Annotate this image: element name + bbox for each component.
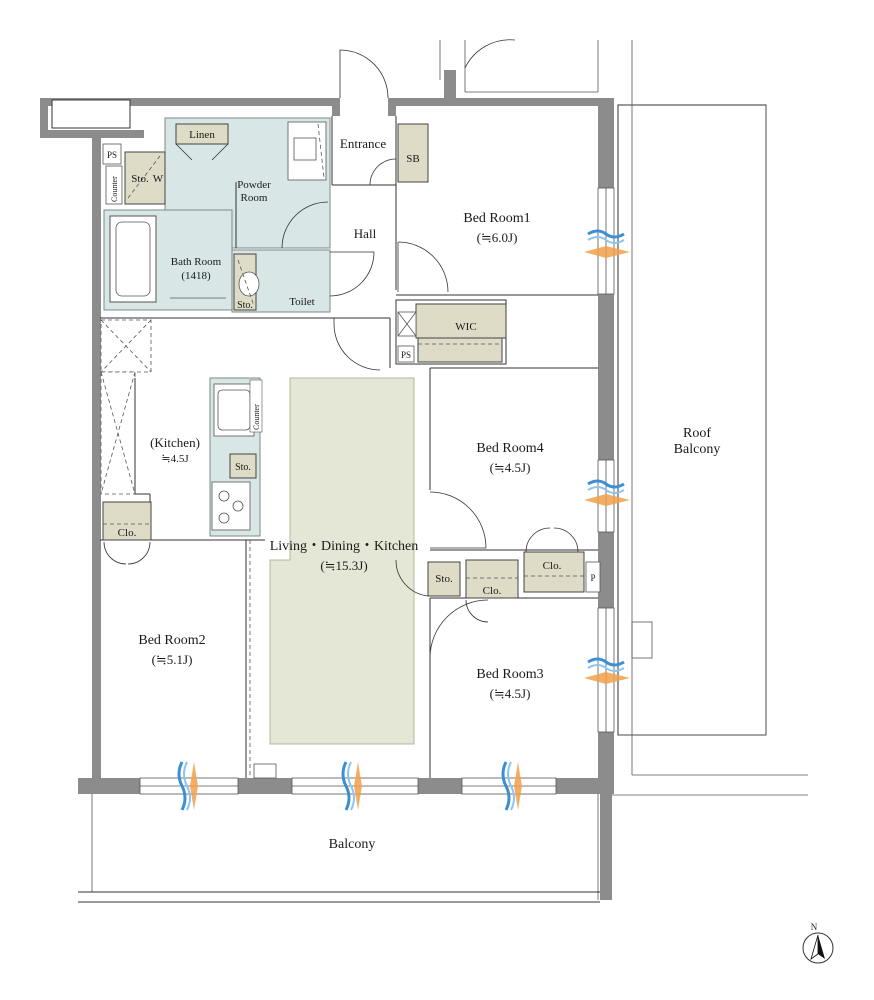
bed-room-4-size: (≒4.5J) [490, 460, 531, 475]
roof-balcony-label-1: Roof [683, 426, 711, 441]
wic-label: WIC [455, 321, 476, 333]
p-label: P [590, 573, 595, 583]
toilet-label: Toilet [289, 296, 315, 308]
airflow-ldk [341, 761, 362, 811]
kitchen-label: (Kitchen) [150, 435, 200, 450]
sto-kitchen-label: Sto. [235, 462, 251, 473]
bed-room-2-size: (≒5.1J) [152, 652, 193, 667]
entrance-label: Entrance [340, 136, 386, 151]
living-dining-kitchen: Living・Dining・Kitchen (≒15.3J) [269, 377, 429, 745]
sto-toilet-label: Sto. [237, 300, 253, 311]
kitchen-size: ≒4.5J [161, 453, 189, 465]
balcony-label: Balcony [329, 837, 376, 852]
airflow-bed2 [177, 761, 198, 811]
bed-room-3: Sto. Clo. Bed Room3 (≒4.5J) [427, 559, 598, 778]
airflow-bed3-south [501, 761, 522, 811]
ps-top-label: PS [107, 150, 117, 160]
w-label: W [153, 173, 164, 185]
bed-room-1-label: Bed Room1 [463, 211, 530, 226]
bed-room-2: Clo. Bed Room2 (≒5.1J) [102, 501, 277, 779]
clo-bed-4-label: Clo. [543, 560, 562, 572]
bath-room-label: Bath Room [171, 256, 222, 268]
hall-area: Hall [100, 226, 391, 371]
bed-room-4: Bed Room4 (≒4.5J) [429, 367, 598, 551]
airflow-markers [177, 229, 630, 811]
bed-room-4-label: Bed Room4 [476, 441, 543, 456]
walk-in-closet: WIC PS [395, 299, 507, 365]
powder-room-label-2: Room [241, 192, 268, 204]
clo-bed-3-label: Clo. [483, 585, 502, 597]
balcony-area: Balcony [78, 794, 808, 903]
kitchen-area: Counter Sto. (Kitchen) ≒4.5J [100, 319, 265, 541]
counter-kitchen-label: Counter [252, 404, 261, 430]
bed-room-2-label: Bed Room2 [138, 633, 205, 648]
airflow-bed3 [584, 657, 630, 684]
bath-size-label: (1418) [181, 270, 211, 282]
ps-wic-label: PS [401, 350, 411, 360]
ldk-size: (≒15.3J) [320, 558, 367, 573]
sto-w-label: Sto. [131, 173, 149, 185]
bed-room-3-label: Bed Room3 [476, 667, 543, 682]
bed-room-1-size: (≒6.0J) [477, 230, 518, 245]
roof-balcony-area: Roof Balcony [617, 40, 808, 776]
sb-label: SB [406, 153, 419, 165]
compass-north-label: N [811, 922, 818, 932]
counter-top-label: Counter [110, 176, 119, 202]
roof-balcony-label-2: Balcony [674, 442, 721, 457]
exterior-corridor [439, 39, 599, 93]
shoe-box [397, 123, 429, 183]
bed-room-1: Bed Room1 (≒6.0J) [396, 211, 598, 296]
compass-icon: N [802, 922, 834, 964]
bath-room: Bath Room (1418) [103, 209, 233, 311]
airflow-bed4 [584, 479, 630, 506]
walls [40, 70, 614, 794]
entrance-area: Entrance SB [331, 49, 429, 290]
ldk-label: Living・Dining・Kitchen [270, 539, 419, 554]
sto-ldk-label: Sto. [435, 573, 453, 585]
powder-room-label-1: Powder [237, 179, 271, 191]
hall-label: Hall [354, 226, 377, 241]
linen-label: Linen [189, 129, 215, 141]
airflow-bed1 [584, 229, 630, 258]
closet-bed-4: Clo. P [523, 527, 601, 593]
toilet-room: Sto. Toilet [231, 249, 375, 313]
bed-room-3-size: (≒4.5J) [490, 686, 531, 701]
clo-bed-2-label: Clo. [118, 527, 137, 539]
